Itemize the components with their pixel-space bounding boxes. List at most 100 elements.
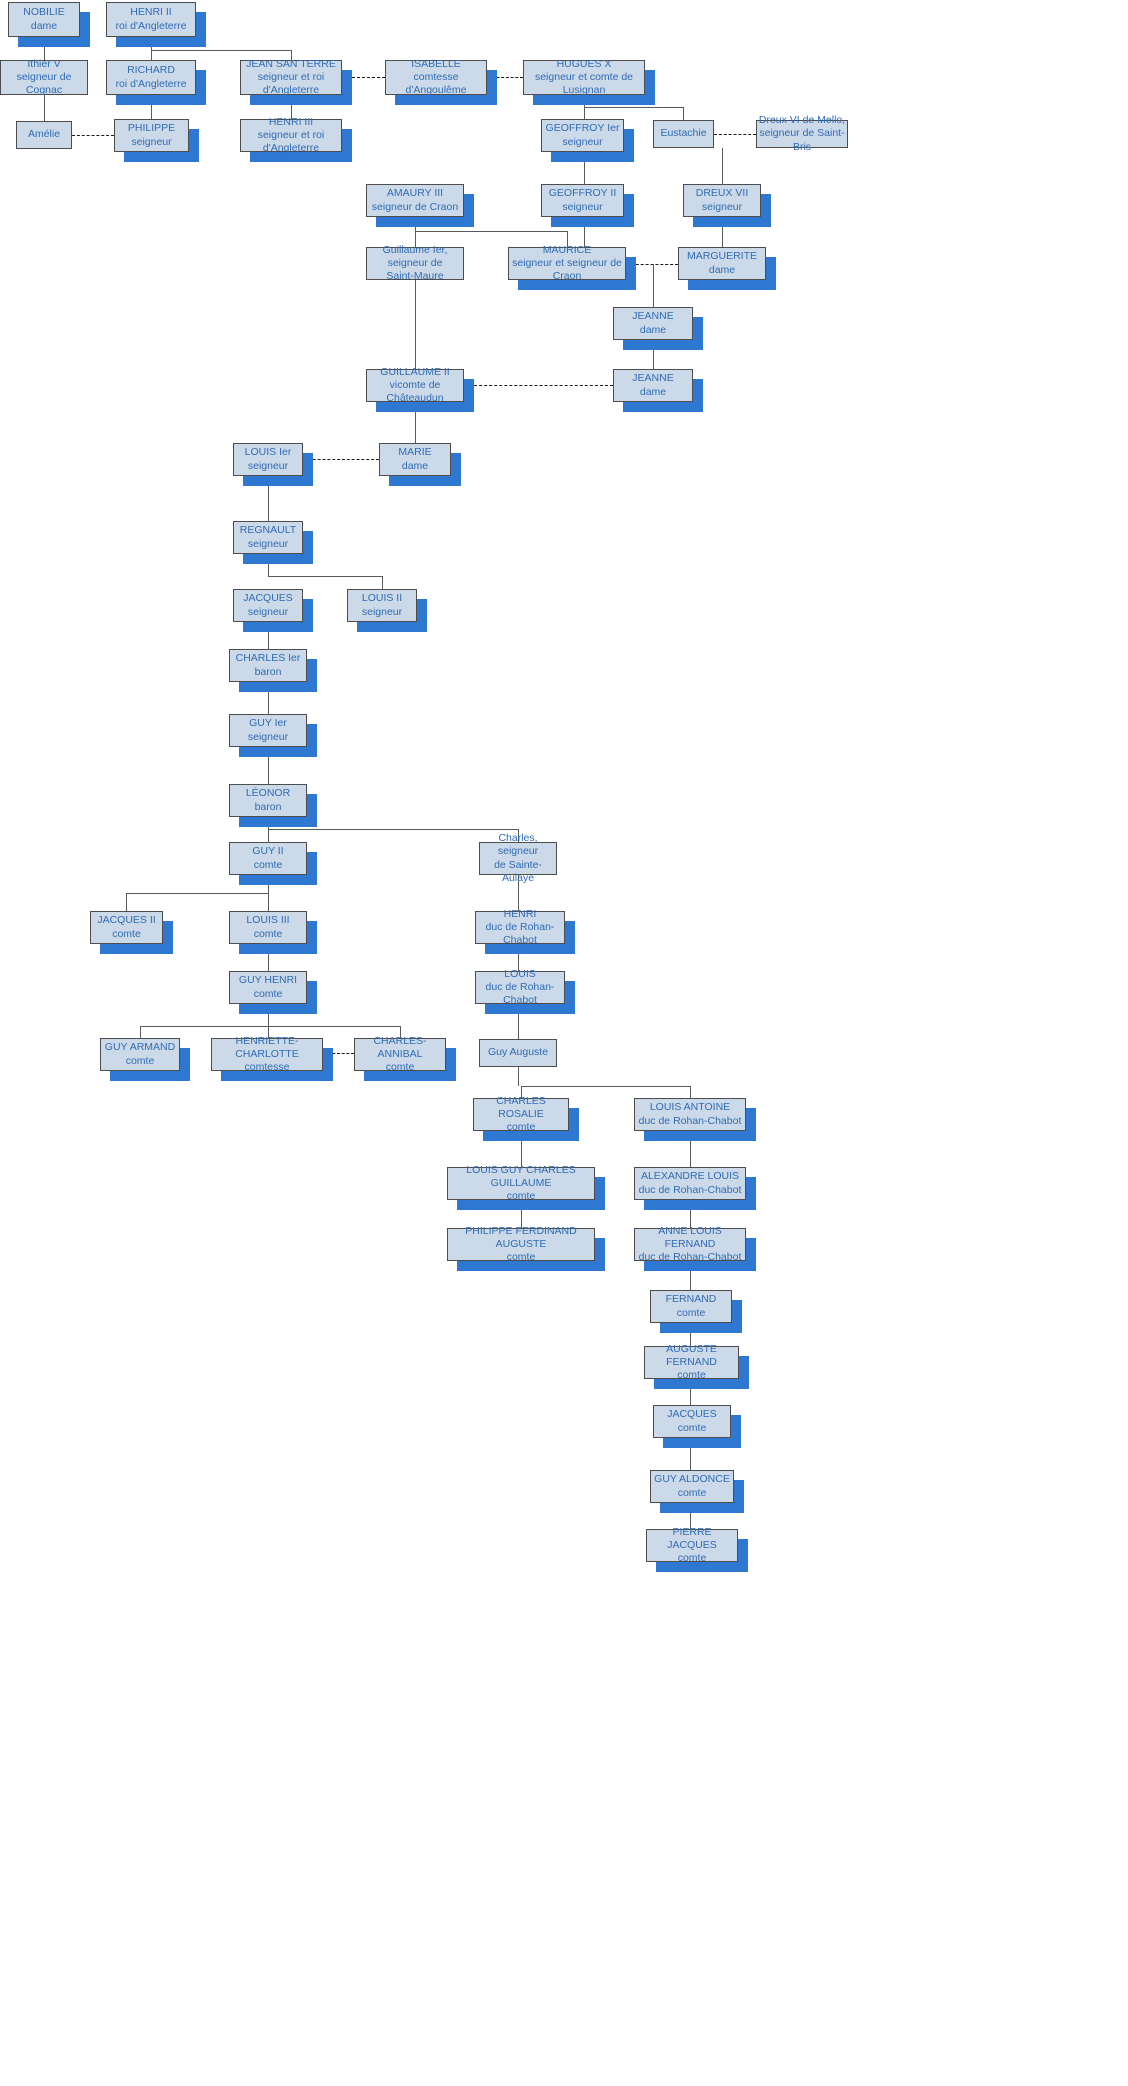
person-name: Guy Auguste (487, 1046, 549, 1059)
person-name: LOUIS II (361, 592, 403, 605)
connector-line (268, 1026, 400, 1028)
person-name: PIERRE JACQUES (667, 1525, 717, 1551)
person-name: GUY HENRI (238, 974, 298, 987)
person-title: comte (506, 1251, 536, 1264)
connector-line (683, 107, 685, 120)
person-name: GUY ARMAND (104, 1041, 176, 1054)
person-title: seigneur de Saint-Bris (759, 127, 845, 153)
connector-line (653, 340, 655, 369)
person-title: seigneur et roi d'Angleterre (257, 128, 325, 155)
person-title: seigneur (562, 200, 603, 213)
person-node-guyauguste[interactable]: Guy Auguste (479, 1039, 557, 1067)
connector-line (140, 1026, 268, 1028)
person-name: LOUIS ANTOINE (649, 1101, 731, 1114)
person-name: REGNAULT (239, 524, 297, 537)
marriage-link (72, 135, 114, 136)
connector-line (268, 554, 270, 576)
person-title: seigneur (131, 135, 172, 148)
connector-line (151, 37, 153, 60)
person-name: HENRI III (268, 115, 314, 128)
person-name: AUGUSTE FERNAND (666, 1342, 717, 1368)
connector-line (521, 1086, 523, 1098)
connector-line (690, 1438, 692, 1470)
person-name: CHARLES ROSALIE (496, 1094, 546, 1120)
person-name: HENRIETTE-CHARLOTTE (235, 1034, 299, 1060)
person-title: comte (677, 1369, 706, 1382)
marriage-link (626, 264, 678, 265)
person-title: comte (253, 927, 283, 940)
person-title: dame (401, 459, 429, 472)
person-name: AMAURY III (386, 187, 444, 200)
person-title: Saint-Maure (386, 270, 444, 283)
person-node-eustachie[interactable]: Eustachie (653, 120, 714, 148)
person-node-amelie[interactable]: Amélie (16, 121, 72, 149)
connector-line (140, 1026, 142, 1038)
connector-line (521, 1086, 690, 1088)
person-title: roi d'Angleterre (115, 19, 187, 32)
connector-line (268, 682, 270, 714)
connector-line (291, 95, 293, 119)
person-name: LOUIS (504, 967, 536, 980)
person-title: duc de Rohan-Chabot (485, 920, 555, 947)
person-name: Charles, seigneur (497, 832, 539, 858)
connector-line (518, 829, 520, 842)
connector-line (126, 893, 268, 895)
person-title: seigneur et seigneur de Craon (512, 256, 622, 283)
connector-line (518, 944, 520, 971)
person-name: LÉONOR (245, 787, 291, 800)
person-name: JACQUES II (97, 914, 156, 927)
connector-line (151, 95, 153, 119)
person-node-dreux6[interactable]: Dreux VI de Mello,seigneur de Saint-Bris (756, 114, 848, 153)
connector-line (151, 50, 291, 52)
person-name: JEAN SAN TERRE (246, 57, 336, 70)
